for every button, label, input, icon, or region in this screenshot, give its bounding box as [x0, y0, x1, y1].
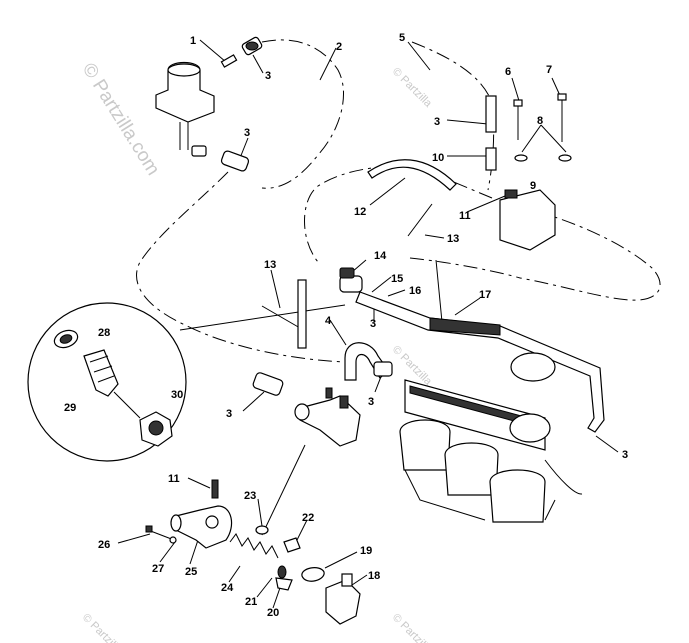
- fitting-22: [283, 537, 301, 553]
- part-group-lower: [145, 479, 361, 625]
- hose-clamp-3: [220, 150, 250, 172]
- callout-9: 9: [530, 180, 536, 192]
- cylinder-3: [489, 469, 546, 523]
- callout-11: 11: [459, 210, 471, 222]
- callout-3: 3: [622, 449, 628, 461]
- bolt-head-6: [513, 99, 523, 107]
- tube-13: [297, 279, 307, 349]
- part-group-head: [155, 36, 263, 172]
- callout-13: 13: [264, 259, 276, 271]
- watermark-tile: © Partzilla: [390, 612, 435, 643]
- fitting-10: [485, 147, 497, 171]
- valve-housing-25: [175, 505, 233, 549]
- manifold-port: [509, 413, 551, 443]
- gasket-19: [301, 567, 325, 582]
- exhaust-bracket-9: [499, 189, 556, 251]
- hose-12: [367, 159, 457, 191]
- callout-26: 26: [98, 539, 110, 551]
- callout-16: 16: [409, 285, 421, 297]
- callout-1: 1: [190, 35, 196, 47]
- part-group-hoses: [252, 159, 605, 433]
- washer-8: [514, 154, 528, 162]
- sleeve-3: [252, 372, 284, 396]
- callout-27: 27: [152, 563, 164, 575]
- cylinder-1: [399, 419, 451, 471]
- part-group-inset: [27, 302, 187, 462]
- callout-8: 8: [537, 115, 543, 127]
- callout-labels: 1 2 3 3 3 3 3 3 3 4 5 6 7 8 9 10 11 11 1…: [64, 32, 628, 619]
- part-group-valve: [294, 387, 361, 447]
- screw-26: [145, 525, 153, 533]
- fitting-1: [220, 54, 238, 68]
- o-ring-23: [255, 525, 269, 535]
- part-group-engine: [399, 352, 583, 523]
- callout-3: 3: [265, 70, 271, 82]
- fitting-20: [275, 577, 293, 591]
- callout-11: 11: [168, 473, 180, 485]
- callout-5: 5: [399, 32, 405, 44]
- callout-3: 3: [370, 318, 376, 330]
- callout-18: 18: [368, 570, 380, 582]
- callout-19: 19: [360, 545, 372, 557]
- callout-21: 21: [245, 596, 257, 608]
- manifold-port: [510, 352, 556, 382]
- spring-24: [229, 533, 279, 559]
- callout-13: 13: [447, 233, 459, 245]
- callout-3: 3: [434, 116, 440, 128]
- callout-3: 3: [368, 396, 374, 408]
- callout-4: 4: [325, 315, 332, 327]
- callout-22: 22: [302, 512, 314, 524]
- fitting-11: [211, 479, 219, 499]
- watermark-tile: © Partzilla: [80, 612, 125, 643]
- fitting-21: [277, 565, 287, 579]
- fitting-11: [504, 189, 518, 199]
- washer-8: [558, 154, 572, 162]
- housing-port: [167, 63, 201, 77]
- plug: [191, 145, 207, 157]
- callout-10: 10: [432, 152, 444, 164]
- callout-25: 25: [185, 566, 197, 578]
- callout-14: 14: [374, 250, 387, 262]
- callout-24: 24: [221, 582, 234, 594]
- callout-6: 6: [505, 66, 511, 78]
- callout-3: 3: [244, 127, 250, 139]
- water-valve-body: [299, 395, 361, 447]
- heat-shield-17: [429, 317, 501, 336]
- washer-27: [169, 536, 177, 544]
- callout-23: 23: [244, 490, 256, 502]
- callout-28: 28: [98, 327, 110, 339]
- callout-17: 17: [479, 289, 491, 301]
- part-group-bolts: [485, 93, 572, 251]
- sleeve-3: [373, 361, 393, 377]
- callout-29: 29: [64, 402, 76, 414]
- watermark-side-text: © Partzilla.com: [78, 60, 164, 180]
- callout-15: 15: [391, 273, 403, 285]
- fitting-14: [339, 267, 355, 279]
- watermark-tile: © Partzilla: [390, 66, 435, 111]
- callout-2: 2: [336, 41, 342, 53]
- callout-3: 3: [226, 408, 232, 420]
- callout-20: 20: [267, 607, 279, 619]
- callout-7: 7: [546, 64, 552, 76]
- callout-12: 12: [354, 206, 366, 218]
- bolt-head-7: [557, 93, 567, 101]
- sleeve-3: [485, 95, 497, 133]
- callout-30: 30: [171, 389, 183, 401]
